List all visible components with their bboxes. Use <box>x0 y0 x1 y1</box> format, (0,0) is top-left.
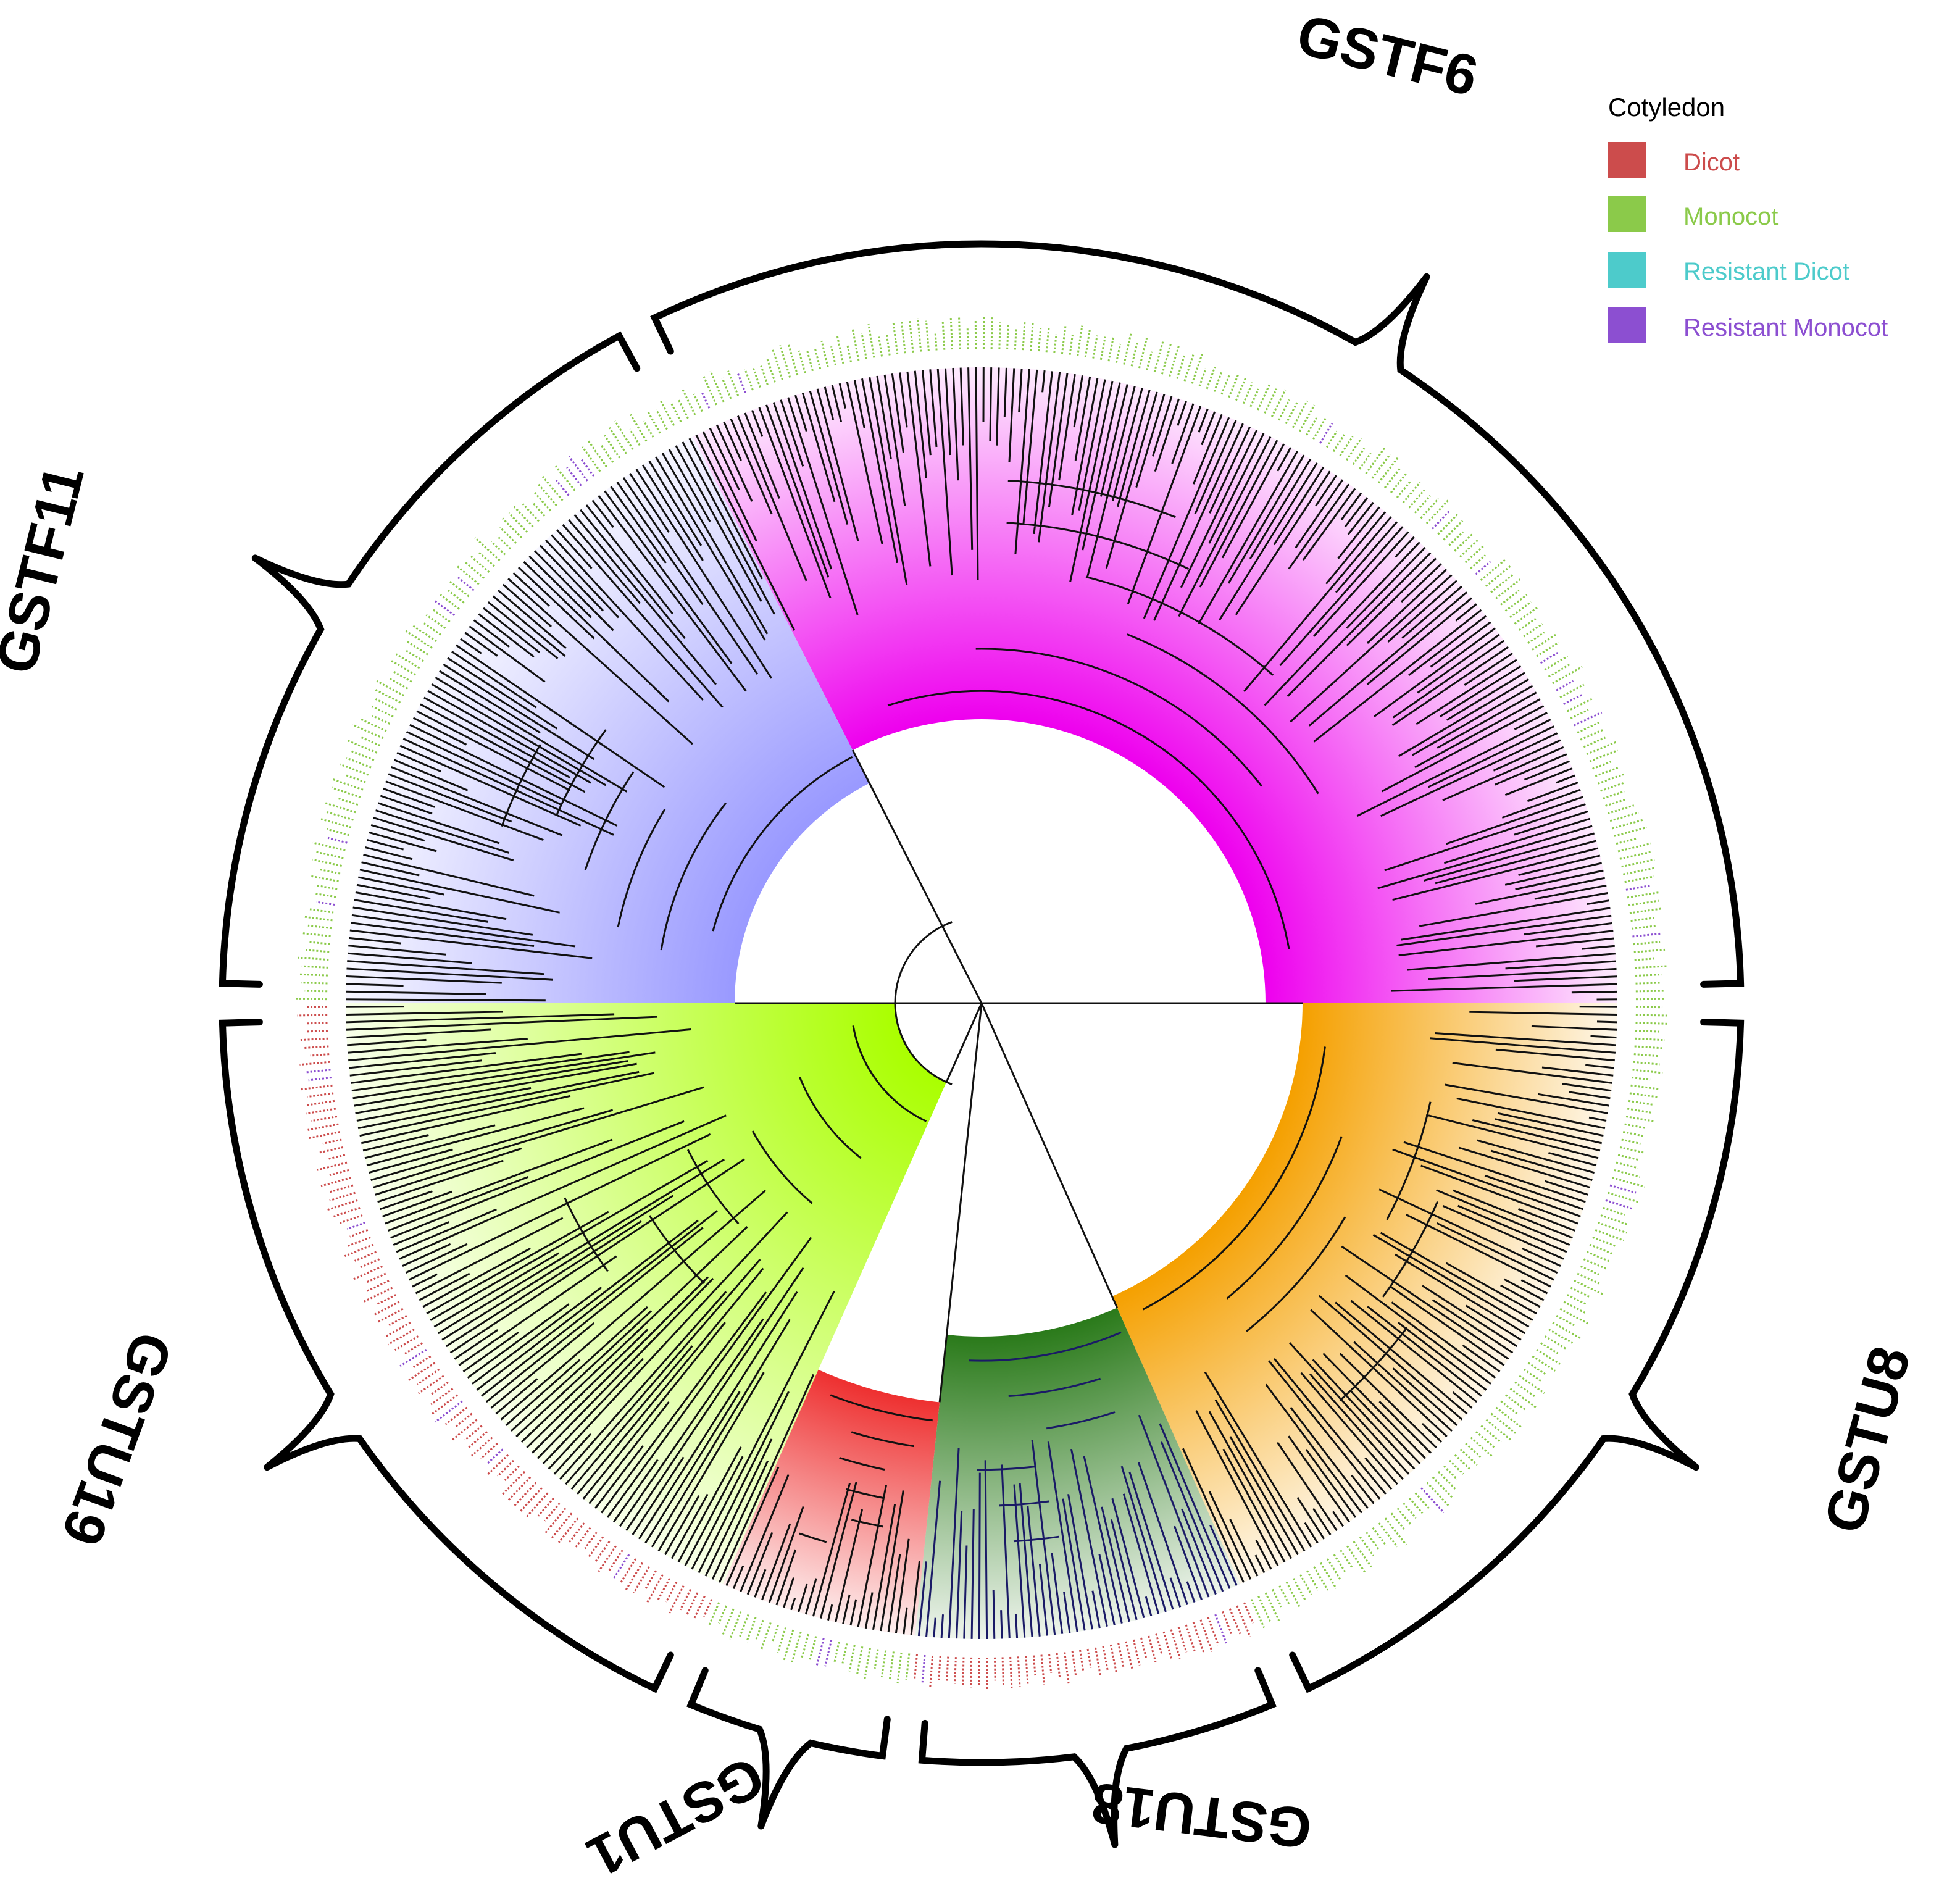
legend-swatch-resistant-dicot <box>1608 252 1646 288</box>
clade-brace-gstu1 <box>686 1667 891 1830</box>
clade-label-gstu18: GSTU18 <box>1088 1771 1315 1860</box>
legend-label-dicot: Dicot <box>1683 149 1740 176</box>
legend-label-monocot: Monocot <box>1683 203 1778 230</box>
tree-branches <box>345 367 1618 1640</box>
legend-title: Cotyledon <box>1608 93 1725 122</box>
clade-brace-gstu18 <box>918 1667 1277 1848</box>
clade-wedge-gstu1 <box>723 1369 940 1636</box>
legend-label-resistant-monocot: Resistant Monocot <box>1683 314 1888 341</box>
clade-wedge-gstf11 <box>346 436 870 1003</box>
clade-wedge-gstf6 <box>693 367 1617 1004</box>
clade-brace-gstf6 <box>650 240 1745 988</box>
clade-label-gstu19: GSTU19 <box>49 1324 184 1553</box>
clade-brace-gstf11 <box>219 331 641 988</box>
clade-wedge-gstu18 <box>915 1308 1240 1639</box>
tip-labels <box>294 315 1669 1690</box>
clade-brace-gstu19 <box>219 1019 674 1693</box>
legend-swatch-monocot <box>1608 196 1646 232</box>
legend: Cotyledon Dicot Monocot Resistant Dicot … <box>1608 93 1888 343</box>
clade-label-gstf11: GSTF11 <box>0 459 96 680</box>
clade-label-gstu1: GSTU1 <box>577 1744 774 1888</box>
legend-swatch-resistant-monocot <box>1608 307 1646 343</box>
clade-brace-gstu8 <box>1289 1019 1745 1693</box>
legend-label-resistant-dicot: Resistant Dicot <box>1683 258 1849 285</box>
legend-swatch-dicot <box>1608 142 1646 178</box>
clade-label-gstu8: GSTU8 <box>1812 1340 1922 1540</box>
clade-label-gstf6: GSTF6 <box>1291 3 1483 109</box>
clade-braces <box>219 240 1745 1848</box>
